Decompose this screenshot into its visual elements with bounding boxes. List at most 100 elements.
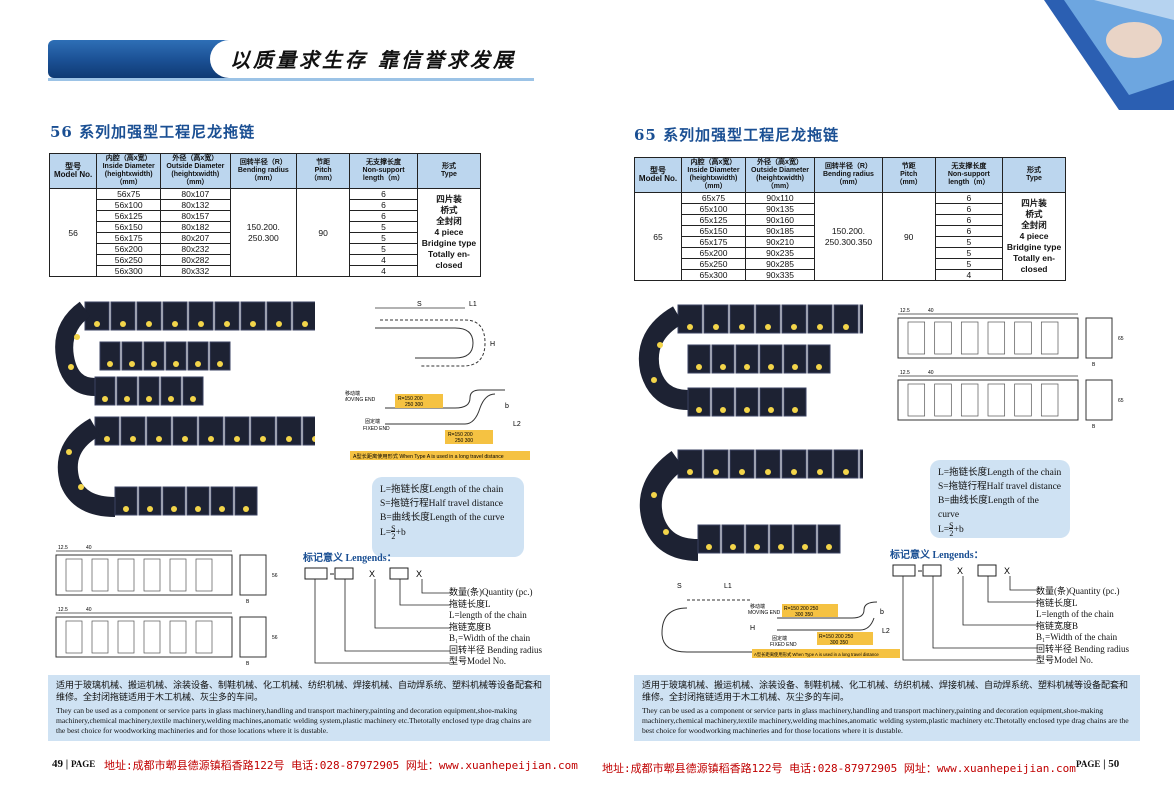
rlegend-model: 型号Model No. bbox=[1036, 655, 1093, 665]
diag-l1-label: L1 bbox=[469, 301, 477, 308]
right-chain-photo bbox=[638, 304, 863, 561]
left-chain-photo bbox=[55, 301, 315, 517]
rdiag-r1-box bbox=[782, 604, 838, 617]
rlegend-quantity: 数量(条)Quantity (pc.) bbox=[1036, 586, 1120, 596]
legend-leader bbox=[902, 576, 1038, 661]
length-cell: 6 bbox=[934, 225, 1004, 237]
chain-pin bbox=[151, 361, 157, 367]
dim-link bbox=[1014, 321, 1032, 355]
legend-leader bbox=[421, 579, 450, 594]
legend-leader bbox=[987, 576, 1038, 603]
radius-line: 150.200. bbox=[831, 225, 866, 236]
chain-pin bbox=[130, 436, 136, 442]
length-cell: 5 bbox=[349, 243, 418, 255]
model-cell: 65 bbox=[633, 192, 683, 281]
diag-caption: A型长距离使用形式 When Type A is used in a long … bbox=[353, 452, 504, 460]
length-cell: 4 bbox=[349, 254, 418, 266]
chain-pin bbox=[713, 469, 719, 475]
rdiag-caption-bg bbox=[752, 649, 900, 658]
rth-inside: 内腔（高x宽）Inside Diameter(heightxwidth)（mm） bbox=[681, 157, 746, 193]
chain-pin bbox=[657, 342, 663, 348]
chain-link bbox=[209, 341, 231, 371]
chain-pin bbox=[843, 324, 849, 330]
chain-pin bbox=[687, 469, 693, 475]
chain-pin bbox=[219, 506, 225, 512]
chain-pin bbox=[107, 361, 113, 367]
radius-cell: 150.200.250.300.350 bbox=[814, 192, 883, 281]
chain-pin bbox=[78, 484, 84, 490]
dim-12-5: 12.5 bbox=[900, 370, 910, 376]
inside-cell: 56x75 bbox=[96, 188, 162, 200]
type-line: 4 piece bbox=[434, 227, 464, 237]
chain-pin bbox=[208, 436, 214, 442]
chain-pin bbox=[744, 364, 750, 370]
dim-section bbox=[1085, 317, 1113, 359]
right-desc-en: They can be used as a component or servi… bbox=[642, 706, 1129, 735]
right-section-title: 65 系列加强型工程尼龙拖链 bbox=[634, 126, 840, 144]
chain-pin bbox=[765, 324, 771, 330]
diag-h-label: H bbox=[490, 341, 495, 348]
legend-box-cell bbox=[892, 564, 916, 577]
type-line: closed bbox=[1020, 264, 1048, 274]
type-line: 桥式 bbox=[1025, 209, 1043, 219]
length-cell: 6 bbox=[349, 199, 418, 211]
chain-pin bbox=[104, 436, 110, 442]
legend-x: X bbox=[1004, 566, 1010, 576]
chain-pin bbox=[276, 321, 282, 327]
formula-l: L=拖链长度Length of the chain bbox=[380, 485, 504, 495]
legend-x: X bbox=[416, 569, 422, 579]
dim-b: B bbox=[246, 661, 250, 665]
diag-r2: R=150 200 bbox=[448, 432, 473, 438]
rformula-l: L=拖链长度Length of the chain bbox=[938, 468, 1062, 478]
chain-pin bbox=[843, 469, 849, 475]
chain-link bbox=[783, 387, 807, 417]
chain-link bbox=[697, 524, 721, 554]
diag-s-label: S bbox=[417, 301, 422, 308]
dim-link bbox=[1040, 321, 1059, 355]
dim-40: 40 bbox=[86, 545, 92, 551]
inside-cell: 65x250 bbox=[681, 258, 746, 270]
chain-link bbox=[182, 376, 204, 406]
length-cell: 5 bbox=[934, 247, 1004, 259]
corner-decoration bbox=[1024, 0, 1174, 110]
inside-cell: 65x125 bbox=[681, 214, 746, 226]
chain-pin bbox=[651, 492, 657, 498]
type-line: 四片装 bbox=[1021, 198, 1047, 208]
right-desc-cn: 适用于玻璃机械、搬运机械、涂装设备、制鞋机械、化工机械、纺织机械、焊接机械、自动… bbox=[642, 680, 1129, 702]
length-cell: 6 bbox=[934, 203, 1004, 215]
type-line: 四片装 bbox=[436, 194, 462, 204]
type-line: Bridgine type bbox=[421, 238, 477, 248]
legend-box-cell bbox=[334, 567, 354, 580]
dim-link bbox=[195, 558, 213, 592]
chain-pin bbox=[123, 506, 129, 512]
rdiag-b-label: b bbox=[880, 609, 884, 616]
diag-r1-box bbox=[395, 394, 443, 408]
length-cell: 5 bbox=[934, 258, 1004, 270]
outside-cell: 80x182 bbox=[160, 221, 231, 233]
dim-link bbox=[987, 321, 1006, 355]
chain-link bbox=[143, 341, 165, 371]
chain-pin bbox=[791, 469, 797, 475]
left-desc-cn: 适用于玻璃机械、搬运机械、涂装设备、制鞋机械、化工机械、纺织机械、焊接机械、自动… bbox=[56, 680, 543, 702]
dim-link bbox=[934, 383, 952, 417]
chain-bend bbox=[55, 301, 96, 396]
chain-pin bbox=[147, 506, 153, 512]
chain-pin bbox=[195, 361, 201, 367]
length-cell: 4 bbox=[934, 269, 1004, 281]
dim-link bbox=[907, 383, 926, 417]
type-line: Totally en- bbox=[1013, 253, 1055, 263]
th-radius: 回转半径（R）Bending radius（mm） bbox=[229, 153, 298, 189]
dim-link bbox=[117, 558, 135, 592]
chain-pin bbox=[817, 469, 823, 475]
chain-pin bbox=[706, 544, 712, 550]
chain-pin bbox=[768, 407, 774, 413]
legend-leader bbox=[932, 576, 1038, 649]
